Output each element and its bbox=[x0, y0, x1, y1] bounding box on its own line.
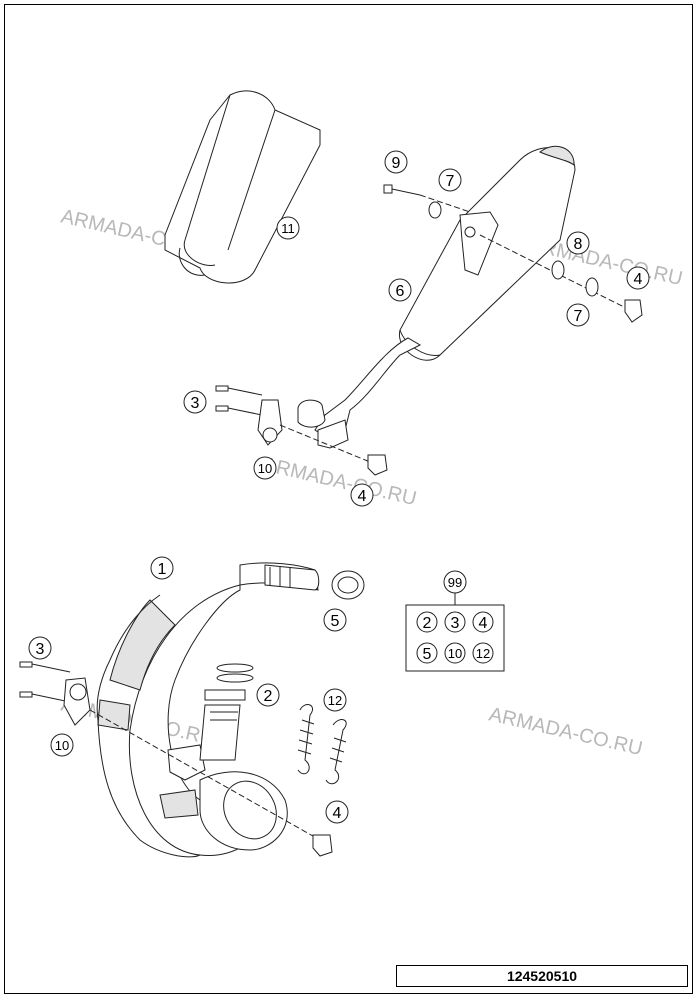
svg-text:8: 8 bbox=[574, 236, 583, 253]
reference-number: 124520510 bbox=[396, 965, 688, 987]
callout-5: 5 bbox=[323, 608, 347, 632]
svg-text:5: 5 bbox=[423, 646, 432, 663]
silencer bbox=[297, 145, 576, 449]
callout-3-mid: 3 bbox=[183, 390, 207, 414]
expansion-chamber bbox=[96, 562, 320, 858]
watermark-3: ARMADA-CO.RU bbox=[261, 453, 419, 510]
heat-shield-sleeve bbox=[164, 90, 321, 284]
svg-text:4: 4 bbox=[634, 271, 643, 288]
callout-10-mid: 10 bbox=[253, 456, 277, 480]
svg-text:10: 10 bbox=[55, 738, 69, 753]
svg-text:7: 7 bbox=[446, 173, 455, 190]
kit-item-5: 5 bbox=[416, 642, 438, 664]
kit-item-10: 10 bbox=[444, 642, 466, 664]
lower-mount-hardware bbox=[19, 661, 333, 857]
callout-9: 9 bbox=[384, 150, 408, 174]
callout-99: 99 bbox=[443, 570, 467, 594]
svg-text:3: 3 bbox=[451, 615, 460, 632]
callout-4-lower: 4 bbox=[325, 800, 349, 824]
svg-text:12: 12 bbox=[476, 646, 490, 661]
o-rings bbox=[216, 663, 254, 683]
exhaust-seal bbox=[331, 570, 365, 600]
silencer-top-hardware bbox=[383, 184, 643, 323]
svg-text:10: 10 bbox=[448, 646, 462, 661]
callout-6: 6 bbox=[388, 278, 412, 302]
callout-7-top: 7 bbox=[438, 168, 462, 192]
callout-11: 11 bbox=[276, 216, 300, 240]
callouts: 1 2 3 3 4 4 4 5 6 7 7 8 9 10 10 11 12 99 bbox=[28, 150, 650, 824]
exhaust-springs bbox=[297, 704, 347, 785]
svg-text:1: 1 bbox=[158, 561, 167, 578]
svg-text:11: 11 bbox=[281, 221, 295, 236]
svg-text:5: 5 bbox=[331, 613, 340, 630]
kit-item-3: 3 bbox=[444, 611, 466, 633]
kit-item-12: 12 bbox=[472, 642, 494, 664]
svg-text:99: 99 bbox=[448, 575, 462, 590]
svg-text:2: 2 bbox=[264, 688, 273, 705]
svg-text:9: 9 bbox=[392, 155, 401, 172]
svg-text:2: 2 bbox=[423, 615, 432, 632]
callout-12: 12 bbox=[323, 688, 347, 712]
callout-4-top: 4 bbox=[626, 266, 650, 290]
svg-text:3: 3 bbox=[191, 395, 200, 412]
svg-text:4: 4 bbox=[479, 615, 488, 632]
kit-item-2: 2 bbox=[416, 611, 438, 633]
watermark-4: ARMADA-CO.RU bbox=[487, 703, 645, 760]
svg-text:6: 6 bbox=[396, 283, 405, 300]
callout-8: 8 bbox=[566, 231, 590, 255]
svg-text:4: 4 bbox=[358, 488, 367, 505]
callout-7-right: 7 bbox=[566, 303, 590, 327]
kit-contents: 2 3 4 5 10 12 bbox=[416, 611, 494, 664]
svg-text:10: 10 bbox=[258, 461, 272, 476]
svg-text:4: 4 bbox=[333, 805, 342, 822]
callout-4-mid: 4 bbox=[350, 483, 374, 507]
svg-text:3: 3 bbox=[36, 641, 45, 658]
kit-item-4: 4 bbox=[472, 611, 494, 633]
svg-text:12: 12 bbox=[328, 693, 342, 708]
callout-1: 1 bbox=[150, 556, 174, 580]
callout-3-lower: 3 bbox=[28, 636, 52, 660]
callout-10-lower: 10 bbox=[50, 733, 74, 757]
mid-mount-hardware bbox=[215, 385, 388, 476]
callout-2: 2 bbox=[256, 683, 280, 707]
svg-text:7: 7 bbox=[574, 308, 583, 325]
diagram-frame bbox=[4, 4, 693, 994]
